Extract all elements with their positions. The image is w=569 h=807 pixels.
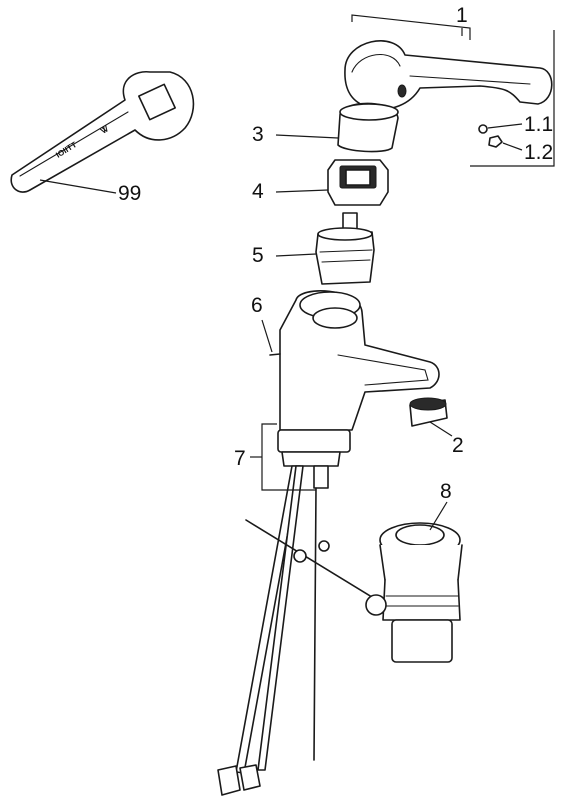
callout-1-1: 1.1 bbox=[524, 113, 553, 136]
callout-7: 7 bbox=[234, 447, 246, 470]
part-5-cartridge bbox=[275, 212, 375, 285]
bracket-part-1 bbox=[351, 14, 555, 167]
callout-99: 99 bbox=[118, 182, 141, 205]
part-3-cover-cap bbox=[275, 102, 399, 153]
callout-2: 2 bbox=[452, 434, 464, 457]
callout-1-2: 1.2 bbox=[524, 141, 553, 164]
callout-labels: 1 1.1 1.2 2 3 4 5 6 7 8 99 bbox=[118, 4, 553, 503]
callout-4: 4 bbox=[252, 180, 264, 203]
part-8-pop-up-waste bbox=[365, 501, 463, 663]
part-6-mixer-body bbox=[261, 290, 440, 431]
bracket-part-7 bbox=[250, 423, 316, 491]
callout-3: 3 bbox=[252, 123, 264, 146]
part-1-2-screw bbox=[488, 135, 523, 151]
callout-8: 8 bbox=[440, 480, 452, 503]
callout-6: 6 bbox=[251, 294, 263, 317]
part-4-nut bbox=[275, 159, 389, 206]
part-2-aerator bbox=[409, 397, 453, 437]
part-99-wrench: IOIITT Ꮤ bbox=[10, 71, 195, 193]
pop-up-rod bbox=[245, 519, 386, 606]
part-1-handle bbox=[344, 40, 553, 110]
callout-1: 1 bbox=[456, 4, 468, 27]
part-7-fixing-set bbox=[217, 429, 351, 796]
callout-5: 5 bbox=[252, 244, 264, 267]
part-1-1-screw bbox=[478, 123, 523, 134]
